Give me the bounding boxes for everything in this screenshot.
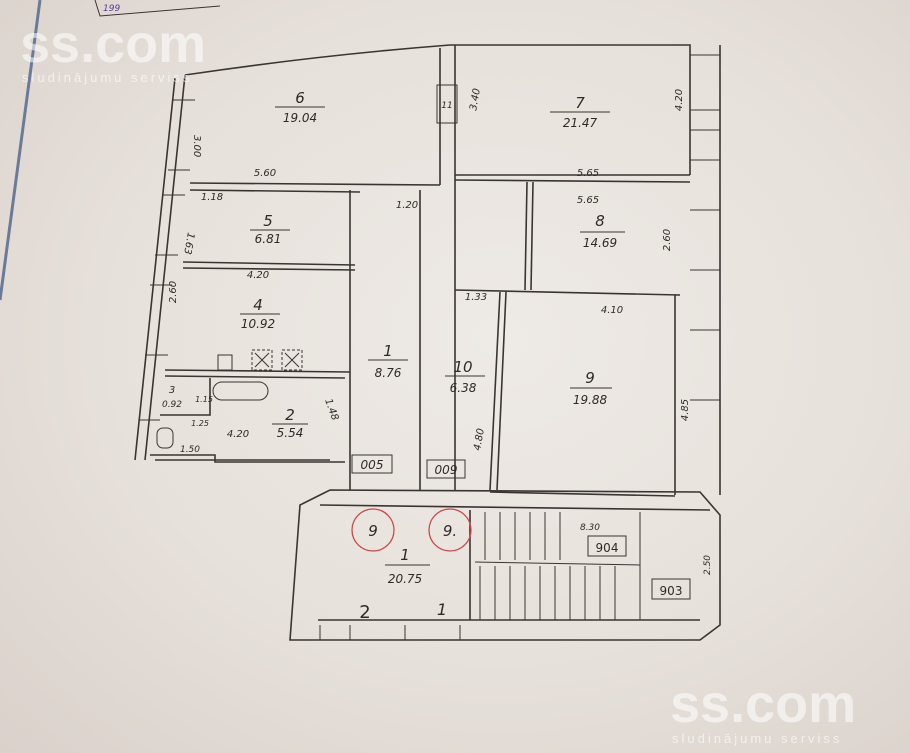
walls xyxy=(134,44,721,641)
room-4: 410.92 xyxy=(240,296,280,331)
room-3: 30.92 xyxy=(162,385,182,410)
entrance-2: 2 xyxy=(359,602,370,623)
svg-text:4: 4 xyxy=(253,296,263,314)
svg-text:1.50: 1.50 xyxy=(180,445,200,455)
svg-text:5.60: 5.60 xyxy=(254,168,276,179)
sink xyxy=(217,354,233,371)
svg-text:20.75: 20.75 xyxy=(388,572,422,586)
svg-text:4.20: 4.20 xyxy=(247,270,269,281)
svg-text:2.60: 2.60 xyxy=(168,281,179,303)
room-2: 25.54 xyxy=(272,406,308,440)
svg-text:sludinājumu serviss: sludinājumu serviss xyxy=(672,731,842,746)
svg-text:10: 10 xyxy=(453,358,472,376)
circled-mark: 9. xyxy=(428,508,472,552)
svg-text:19.88: 19.88 xyxy=(573,393,608,407)
circled-mark: 9 xyxy=(351,508,395,552)
room-10: 106.38 xyxy=(445,358,485,395)
svg-text:005: 005 xyxy=(361,458,384,472)
svg-text:11: 11 xyxy=(441,101,452,111)
svg-text:1.20: 1.20 xyxy=(396,200,418,211)
svg-text:903: 903 xyxy=(660,584,683,598)
header-fragment: 199 xyxy=(103,4,120,14)
room-5: 56.81 xyxy=(250,212,290,246)
svg-text:2.60: 2.60 xyxy=(662,229,673,251)
room-1: 18.76 xyxy=(368,342,408,380)
svg-text:4.80: 4.80 xyxy=(472,428,487,452)
code-903: 903 xyxy=(651,578,691,600)
svg-text:8.76: 8.76 xyxy=(375,366,402,380)
svg-text:21.47: 21.47 xyxy=(563,116,598,130)
header-frame xyxy=(94,0,221,17)
svg-text:8: 8 xyxy=(595,212,605,230)
room-8: 814.69 xyxy=(580,212,625,250)
code-005: 005 xyxy=(351,454,393,474)
code-009: 009 xyxy=(426,459,466,479)
svg-text:5.54: 5.54 xyxy=(277,426,304,440)
svg-text:5.65: 5.65 xyxy=(577,195,599,206)
svg-text:6.38: 6.38 xyxy=(450,381,477,395)
room-11-box xyxy=(436,84,458,124)
svg-text:sludinājumu serviss: sludinājumu serviss xyxy=(22,70,192,85)
svg-text:3.00: 3.00 xyxy=(191,135,202,157)
svg-text:4.10: 4.10 xyxy=(601,305,623,316)
svg-text:1.15: 1.15 xyxy=(195,395,213,404)
svg-text:1.25: 1.25 xyxy=(191,419,209,428)
svg-text:4.20: 4.20 xyxy=(227,429,249,440)
svg-text:8.30: 8.30 xyxy=(580,523,600,533)
watermark-bottom-right: ss.com sludinājumu serviss xyxy=(670,674,856,746)
svg-text:3.40: 3.40 xyxy=(468,88,483,112)
svg-text:009: 009 xyxy=(435,463,458,477)
svg-text:10.92: 10.92 xyxy=(241,317,275,331)
toilet xyxy=(156,427,174,449)
room-6: 619.04 xyxy=(275,89,325,125)
watermark-top-left: ss.com sludinājumu serviss xyxy=(20,14,206,85)
room-7: 721.47 xyxy=(550,94,610,130)
room-9: 919.88 xyxy=(570,369,612,407)
svg-text:4.20: 4.20 xyxy=(674,89,685,111)
svg-text:9: 9 xyxy=(585,369,595,387)
svg-text:1.33: 1.33 xyxy=(465,292,487,303)
svg-text:1: 1 xyxy=(400,546,410,564)
svg-text:2.50: 2.50 xyxy=(703,555,713,575)
svg-text:5.65: 5.65 xyxy=(577,168,599,179)
binder-edge xyxy=(0,0,42,301)
svg-text:5: 5 xyxy=(263,212,273,230)
svg-text:1: 1 xyxy=(383,342,393,360)
svg-text:1.48: 1.48 xyxy=(322,397,340,422)
svg-text:2: 2 xyxy=(285,406,295,424)
svg-text:19.04: 19.04 xyxy=(283,111,317,125)
stair-hall: 120.75 xyxy=(385,546,430,586)
room-11: 11 xyxy=(441,101,452,111)
stove-burner xyxy=(251,349,273,371)
svg-text:ss.com: ss.com xyxy=(670,674,856,734)
stove-burner xyxy=(281,349,303,371)
svg-text:ss.com: ss.com xyxy=(20,14,206,74)
svg-text:9: 9 xyxy=(368,522,378,540)
svg-text:1.63: 1.63 xyxy=(181,231,196,255)
svg-text:0.92: 0.92 xyxy=(162,400,182,410)
svg-text:1.18: 1.18 xyxy=(201,192,223,203)
svg-text:3: 3 xyxy=(169,385,175,396)
entrance-1: 1 xyxy=(437,600,447,619)
code-904: 904 xyxy=(587,535,627,557)
svg-text:904: 904 xyxy=(596,541,619,555)
svg-text:9.: 9. xyxy=(443,522,457,540)
svg-text:6.81: 6.81 xyxy=(255,232,282,246)
svg-text:7: 7 xyxy=(575,94,585,112)
svg-text:4.85: 4.85 xyxy=(680,399,691,421)
svg-text:6: 6 xyxy=(295,89,305,107)
svg-text:14.69: 14.69 xyxy=(583,236,617,250)
bathtub xyxy=(212,381,269,401)
